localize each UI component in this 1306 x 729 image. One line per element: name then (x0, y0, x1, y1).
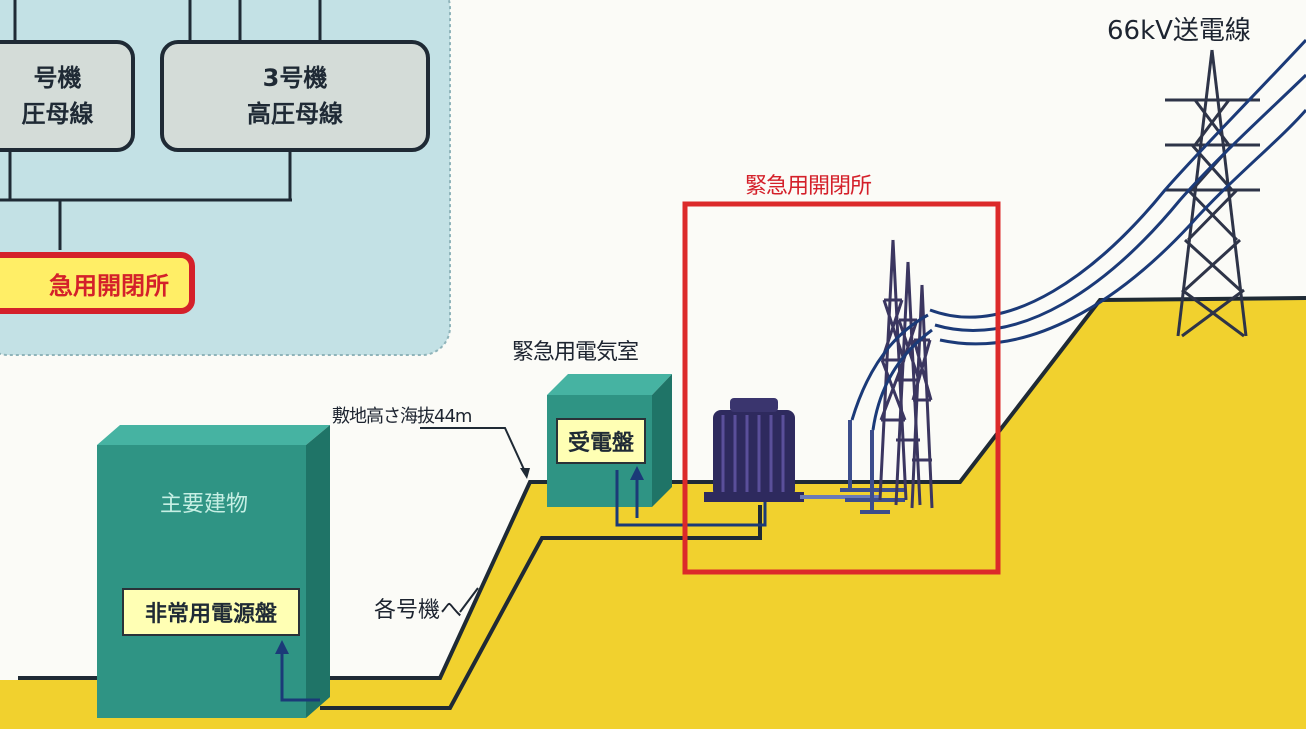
switchyard-frame (682, 201, 1001, 575)
transmission-line-label: 66kV送電線 (1107, 16, 1251, 46)
ground-hill (0, 298, 1306, 729)
transmission-lines (929, 38, 1306, 346)
bus-unit-2-line2: 圧母線 (21, 100, 94, 128)
emergency-power-panel-label: 非常用電源盤 (144, 602, 277, 627)
bus-unit-3: 3号機 高圧母線 (160, 40, 430, 152)
transformer-shape (704, 398, 880, 502)
main-building-label: 主要建物 (160, 492, 249, 517)
elevation-leader-arrow (520, 468, 530, 479)
panel-switchyard-label: 急用開閉所 (49, 271, 169, 300)
bus-unit-2-line1: 号機 (33, 64, 82, 92)
cable-arrows (275, 466, 644, 654)
site-elevation-label: 敷地高さ海抜44m (332, 406, 472, 427)
transmission-tower (1165, 49, 1260, 338)
panel-switchyard-box: 急用開閉所 (0, 252, 195, 314)
internal-cables (280, 470, 767, 702)
tower-down-leads (850, 313, 933, 431)
bus-unit-2: 号機 圧母線 (0, 40, 135, 152)
bus-connection-lines (0, 0, 322, 250)
emergency-electrical-room-label: 緊急用電気室 (512, 340, 639, 365)
receiving-panel: 受電盤 (556, 418, 646, 464)
emergency-switchyard-label: 緊急用開閉所 (745, 174, 872, 199)
elevation-leader-line (420, 427, 528, 477)
switchyard-towers (878, 239, 934, 509)
main-building-shape (97, 425, 330, 718)
bus-unit-3-line2: 高圧母線 (247, 100, 343, 128)
emergency-power-panel: 非常用電源盤 (122, 588, 300, 636)
to-each-unit-label: 各号機へ (374, 598, 463, 623)
to-each-unit-arrow (459, 587, 479, 613)
bus-unit-3-line1: 3号機 (262, 64, 328, 92)
switchgear-shape (840, 420, 905, 514)
receiving-panel-label: 受電盤 (567, 431, 634, 456)
underground-cable-route (320, 505, 762, 710)
